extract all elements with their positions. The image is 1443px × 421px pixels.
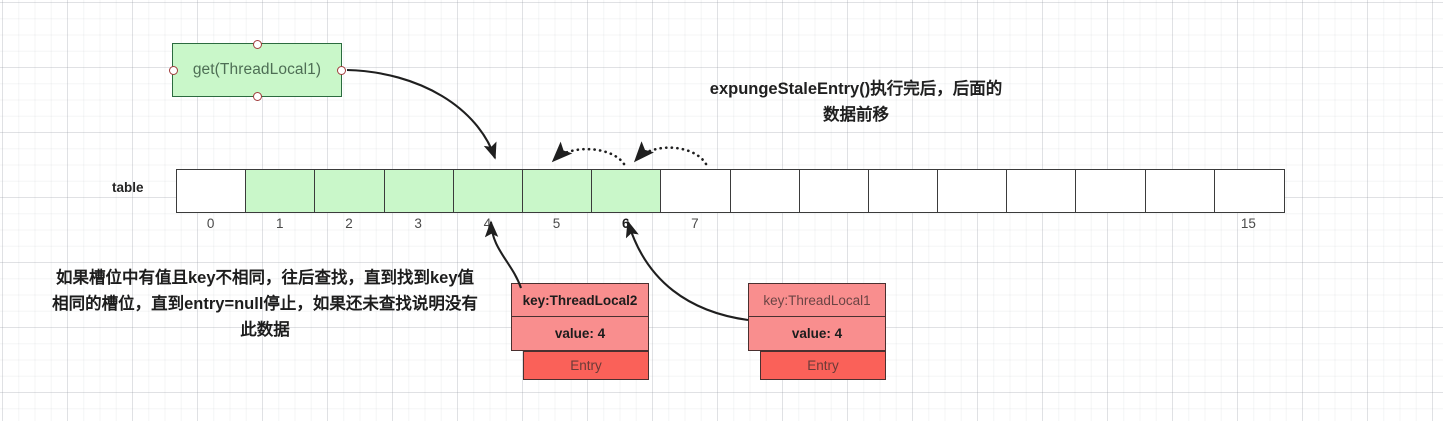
lookup-rule-note: 如果槽位中有值且key不相同，往后查找，直到找到key值相同的槽位，直到entr…	[52, 269, 478, 339]
connection-port-bottom-icon[interactable]	[252, 91, 262, 101]
table-slot-10[interactable]	[868, 170, 939, 212]
table-label: table	[112, 180, 144, 195]
entry-footer-label: Entry	[523, 351, 649, 380]
table-index-label-7: 7	[691, 216, 699, 231]
table-slot-8[interactable]	[730, 170, 800, 212]
entry-value-row: value: 4	[511, 317, 649, 351]
connection-port-top-icon[interactable]	[252, 39, 262, 49]
table-slot-3[interactable]	[384, 170, 454, 212]
connection-port-right-icon[interactable]	[336, 65, 346, 75]
entry-key-row: key:ThreadLocal2	[511, 283, 649, 317]
table-index-label-0: 0	[206, 216, 215, 231]
table-slot-11[interactable]	[938, 170, 1008, 212]
table-slot-14[interactable]	[1145, 170, 1215, 212]
connector-shift-6-to-5	[551, 141, 626, 166]
table-index-label-4: 4	[483, 216, 492, 231]
table-slot-7[interactable]	[661, 170, 731, 212]
table-index-label-13	[1075, 216, 1144, 231]
table-slot-0[interactable]	[177, 170, 247, 212]
get-threadlocal-node[interactable]: get(ThreadLocal1)	[168, 39, 346, 101]
connector-shift-7-to-6	[633, 141, 708, 166]
table-index-label-8	[730, 216, 799, 231]
table-index-label-12	[1006, 216, 1075, 231]
table-slot-4[interactable]	[453, 170, 523, 212]
diagram-heading: expungeStaleEntry()执行完后，后面的数据前移	[709, 80, 1003, 124]
table-slot-2[interactable]	[315, 170, 385, 212]
table-index-label-2: 2	[345, 216, 353, 231]
table-slot-15[interactable]	[1214, 170, 1284, 212]
table-slot-1[interactable]	[246, 170, 316, 212]
connector-get-to-slot4	[346, 68, 497, 160]
table-slot-9[interactable]	[799, 170, 869, 212]
table-slot-12[interactable]	[1007, 170, 1077, 212]
table-index-label-5: 5	[552, 216, 561, 231]
table-index-row: 0 1 2 3 4 5 6 7 15	[176, 216, 1283, 231]
table-index-label-3: 3	[414, 216, 422, 231]
table-index-label-11	[937, 216, 1006, 231]
entry-value-row: value: 4	[748, 317, 886, 351]
table-index-label-9	[799, 216, 868, 231]
table-index-label-6: 6	[621, 216, 630, 231]
table-index-label-14	[1145, 216, 1214, 231]
table-index-label-10	[868, 216, 937, 231]
entry-card[interactable]: key:ThreadLocal1 value: 4 Entry	[748, 283, 886, 380]
table-slot-row	[176, 169, 1285, 213]
table-slot-13[interactable]	[1076, 170, 1146, 212]
table-index-label-1: 1	[276, 216, 284, 231]
connector-entry1-to-slot4	[484, 220, 522, 289]
table-index-label-15: 15	[1240, 216, 1256, 231]
entry-key-row: key:ThreadLocal1	[748, 283, 886, 317]
entry-footer-label: Entry	[760, 351, 886, 380]
entry-card[interactable]: key:ThreadLocal2 value: 4 Entry	[511, 283, 649, 380]
table-slot-5[interactable]	[522, 170, 593, 212]
table-slot-6[interactable]	[592, 170, 662, 212]
get-threadlocal-label: get(ThreadLocal1)	[192, 61, 322, 78]
connection-port-left-icon[interactable]	[168, 65, 178, 75]
